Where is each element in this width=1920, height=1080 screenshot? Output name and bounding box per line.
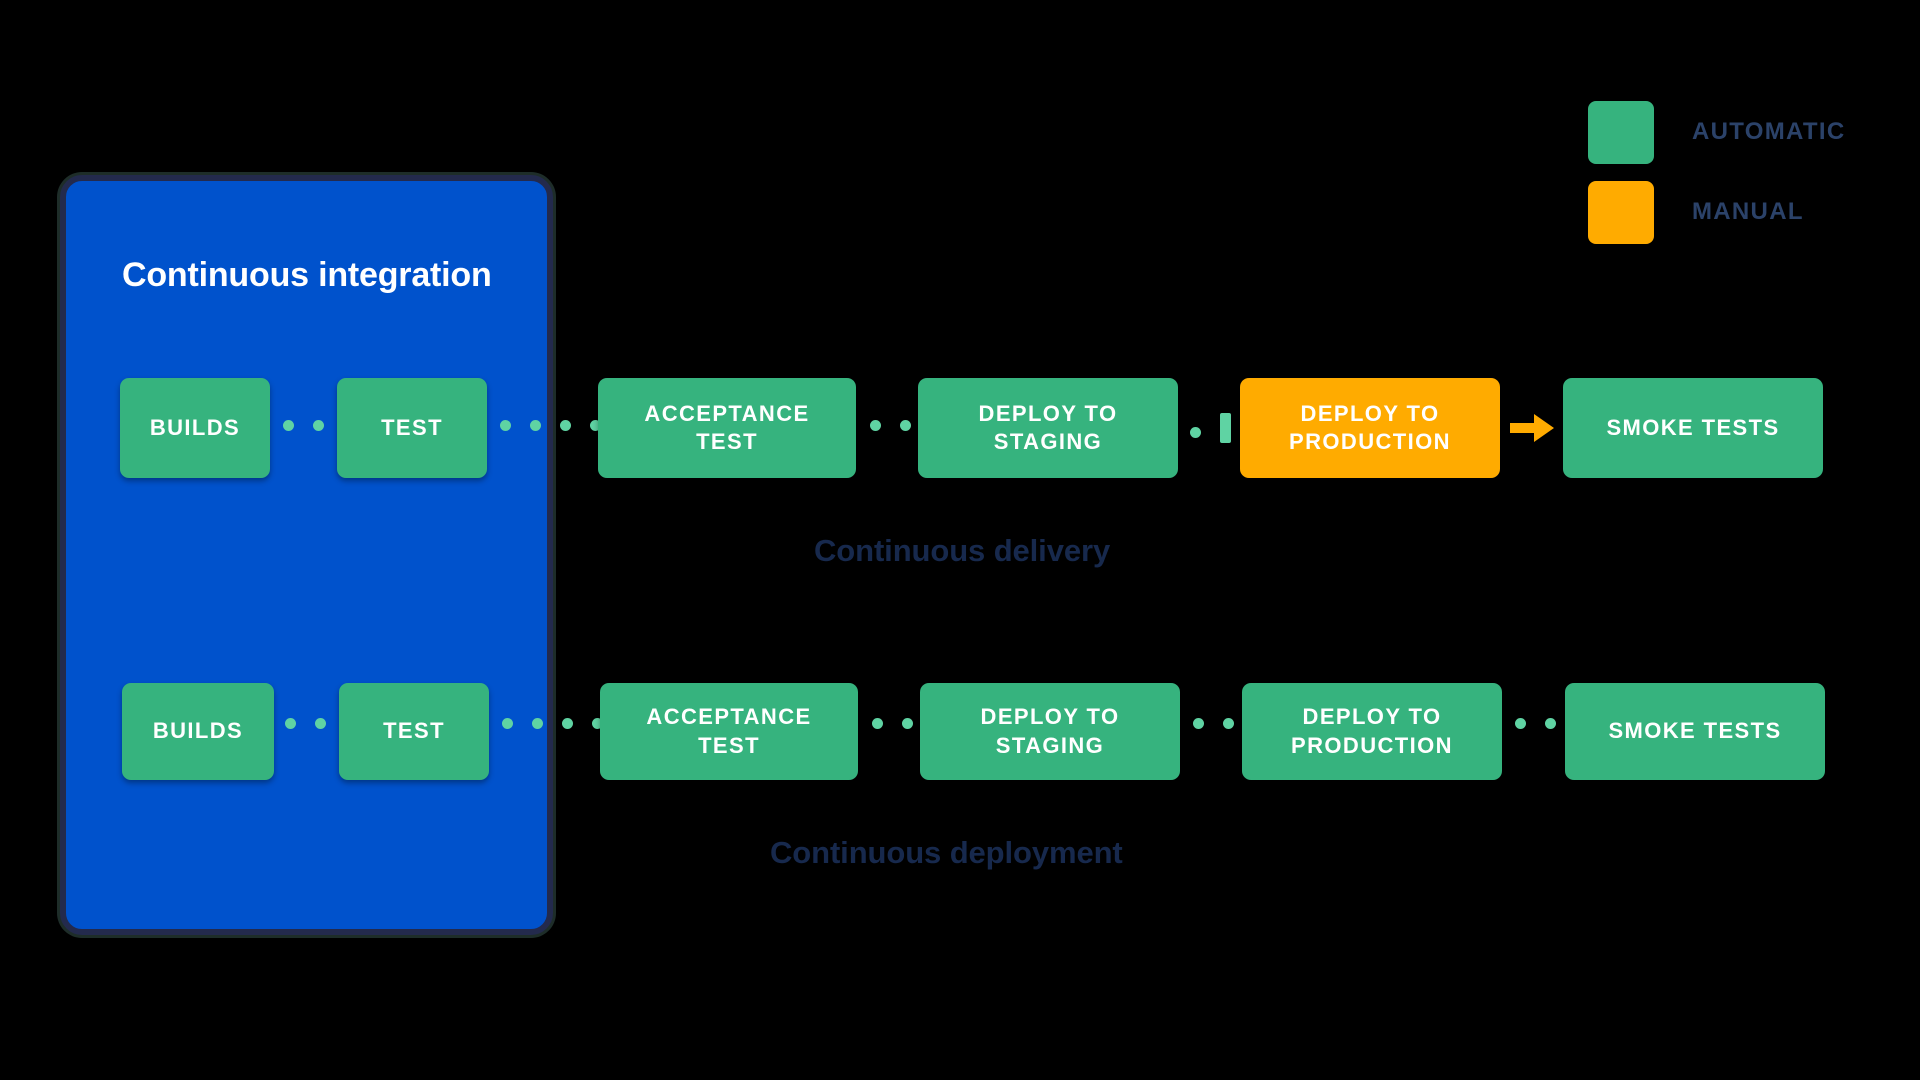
connector-dotted-row2-builds-test (285, 718, 342, 729)
stage-label-line2: PRODUCTION (1291, 732, 1453, 758)
stage-label-line2: TEST (696, 429, 758, 454)
green-square-icon (1588, 100, 1654, 164)
stage-row1-builds[interactable]: BUILDS (120, 378, 270, 478)
stage-row1-smoke-tests[interactable]: SMOKE TESTS (1563, 378, 1823, 478)
stage-label-line2: STAGING (995, 732, 1105, 758)
connector-dotted-row1-acceptance-staging (870, 420, 911, 431)
continuous-integration-title: Continuous integration (122, 256, 492, 294)
connector-dotted-row1-test-acceptance (500, 420, 598, 431)
legend-item-automatic: AUTOMATIC (1588, 92, 1845, 172)
flow-caption-continuous-delivery: Continuous delivery (814, 533, 1111, 568)
connector-dotted-row2-staging-production (1193, 718, 1234, 729)
stage-label: SMOKE TESTS (1608, 718, 1782, 744)
stage-row2-builds[interactable]: BUILDS (122, 683, 274, 780)
flow-caption-continuous-deployment: Continuous deployment (770, 835, 1123, 870)
connector-dotted-row2-test-acceptance (502, 718, 600, 729)
orange-square-icon (1588, 180, 1654, 244)
stage-label-line1: DEPLOY TO (978, 400, 1118, 426)
stage-label-line1: DEPLOY TO (1302, 704, 1442, 730)
stage-row2-deploy-to-staging[interactable]: DEPLOY TO STAGING (920, 683, 1180, 780)
legend-label-manual: MANUAL (1692, 198, 1804, 225)
connector-dotted-row2-production-smoke (1515, 718, 1556, 729)
stage-label: BUILDS (149, 414, 241, 440)
stage-label: TEST (381, 414, 443, 440)
stage-label-line1: DEPLOY TO (980, 704, 1120, 730)
continuous-integration-panel (60, 175, 553, 935)
stage-label: SMOKE TESTS (1606, 414, 1780, 440)
connector-dotted-row1-staging-production (1190, 413, 1232, 443)
connector-dotted-row2-acceptance-staging (872, 718, 913, 729)
stage-row1-test[interactable]: TEST (337, 378, 487, 478)
stage-row1-deploy-to-production[interactable]: DEPLOY TO PRODUCTION (1240, 378, 1500, 478)
stage-label: TEST (383, 718, 445, 744)
stage-label-line2: PRODUCTION (1289, 429, 1451, 454)
stage-row2-acceptance-test[interactable]: ACCEPTANCE TEST (600, 683, 858, 780)
legend-label-automatic: AUTOMATIC (1692, 118, 1846, 145)
stage-label-line1: ACCEPTANCE (644, 400, 810, 426)
stage-label-line1: ACCEPTANCE (646, 704, 812, 730)
stage-row2-test[interactable]: TEST (339, 683, 489, 780)
arrow-right-icon (1510, 414, 1554, 442)
stage-row1-acceptance-test[interactable]: ACCEPTANCE TEST (598, 378, 856, 478)
stage-label-line2: STAGING (993, 429, 1103, 454)
stage-label-line1: DEPLOY TO (1300, 400, 1440, 426)
stage-label-line2: TEST (698, 732, 760, 758)
connector-dotted-row1-builds-test (283, 420, 340, 431)
stage-row2-smoke-tests[interactable]: SMOKE TESTS (1565, 683, 1825, 780)
legend: AUTOMATIC MANUAL (1588, 92, 1845, 252)
stage-label: BUILDS (152, 718, 244, 744)
stage-row2-deploy-to-production[interactable]: DEPLOY TO PRODUCTION (1242, 683, 1502, 780)
stage-row1-deploy-to-staging[interactable]: DEPLOY TO STAGING (918, 378, 1178, 478)
legend-item-manual: MANUAL (1588, 172, 1845, 252)
